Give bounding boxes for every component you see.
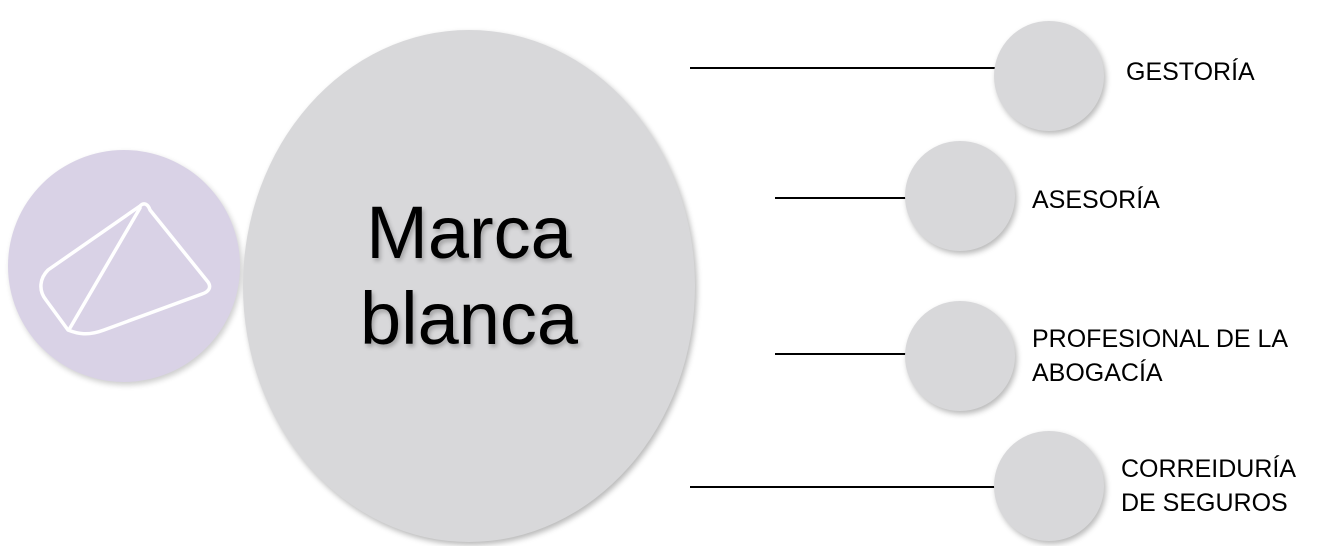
connector-gestoria [690, 67, 1000, 69]
label-abogacia-line-2: ABOGACÍA [1032, 359, 1163, 387]
label-abogacia-line-1: PROFESIONAL DE LA [1032, 325, 1289, 353]
logo-circle [8, 150, 240, 382]
node-gestoria [994, 21, 1104, 131]
node-asesoria [905, 141, 1015, 251]
label-abogacia: PROFESIONAL DE LA ABOGACÍA [1032, 322, 1288, 390]
node-correiduria [994, 431, 1104, 541]
label-asesoria-line-1: ASESORÍA [1032, 186, 1160, 214]
label-correiduria-line-2: DE SEGUROS [1121, 489, 1288, 517]
label-asesoria: ASESORÍA [1032, 183, 1160, 217]
node-abogacia [905, 301, 1015, 411]
label-gestoria-line-1: GESTORÍA [1126, 58, 1255, 86]
label-correiduria-line-1: CORREIDURÍA [1121, 455, 1297, 483]
connector-abogacia [775, 353, 910, 355]
central-label-line-2: blanca [359, 277, 579, 360]
envelope-outline-icon [39, 202, 212, 336]
central-concept-label: Marca blanca [360, 190, 578, 362]
connector-asesoria [775, 197, 910, 199]
label-correiduria: CORREIDURÍA DE SEGUROS [1121, 452, 1296, 520]
connector-correiduria [690, 486, 1000, 488]
central-concept-circle: Marca blanca [243, 30, 695, 542]
label-gestoria: GESTORÍA [1126, 55, 1255, 89]
central-label-line-1: Marca [366, 191, 572, 274]
